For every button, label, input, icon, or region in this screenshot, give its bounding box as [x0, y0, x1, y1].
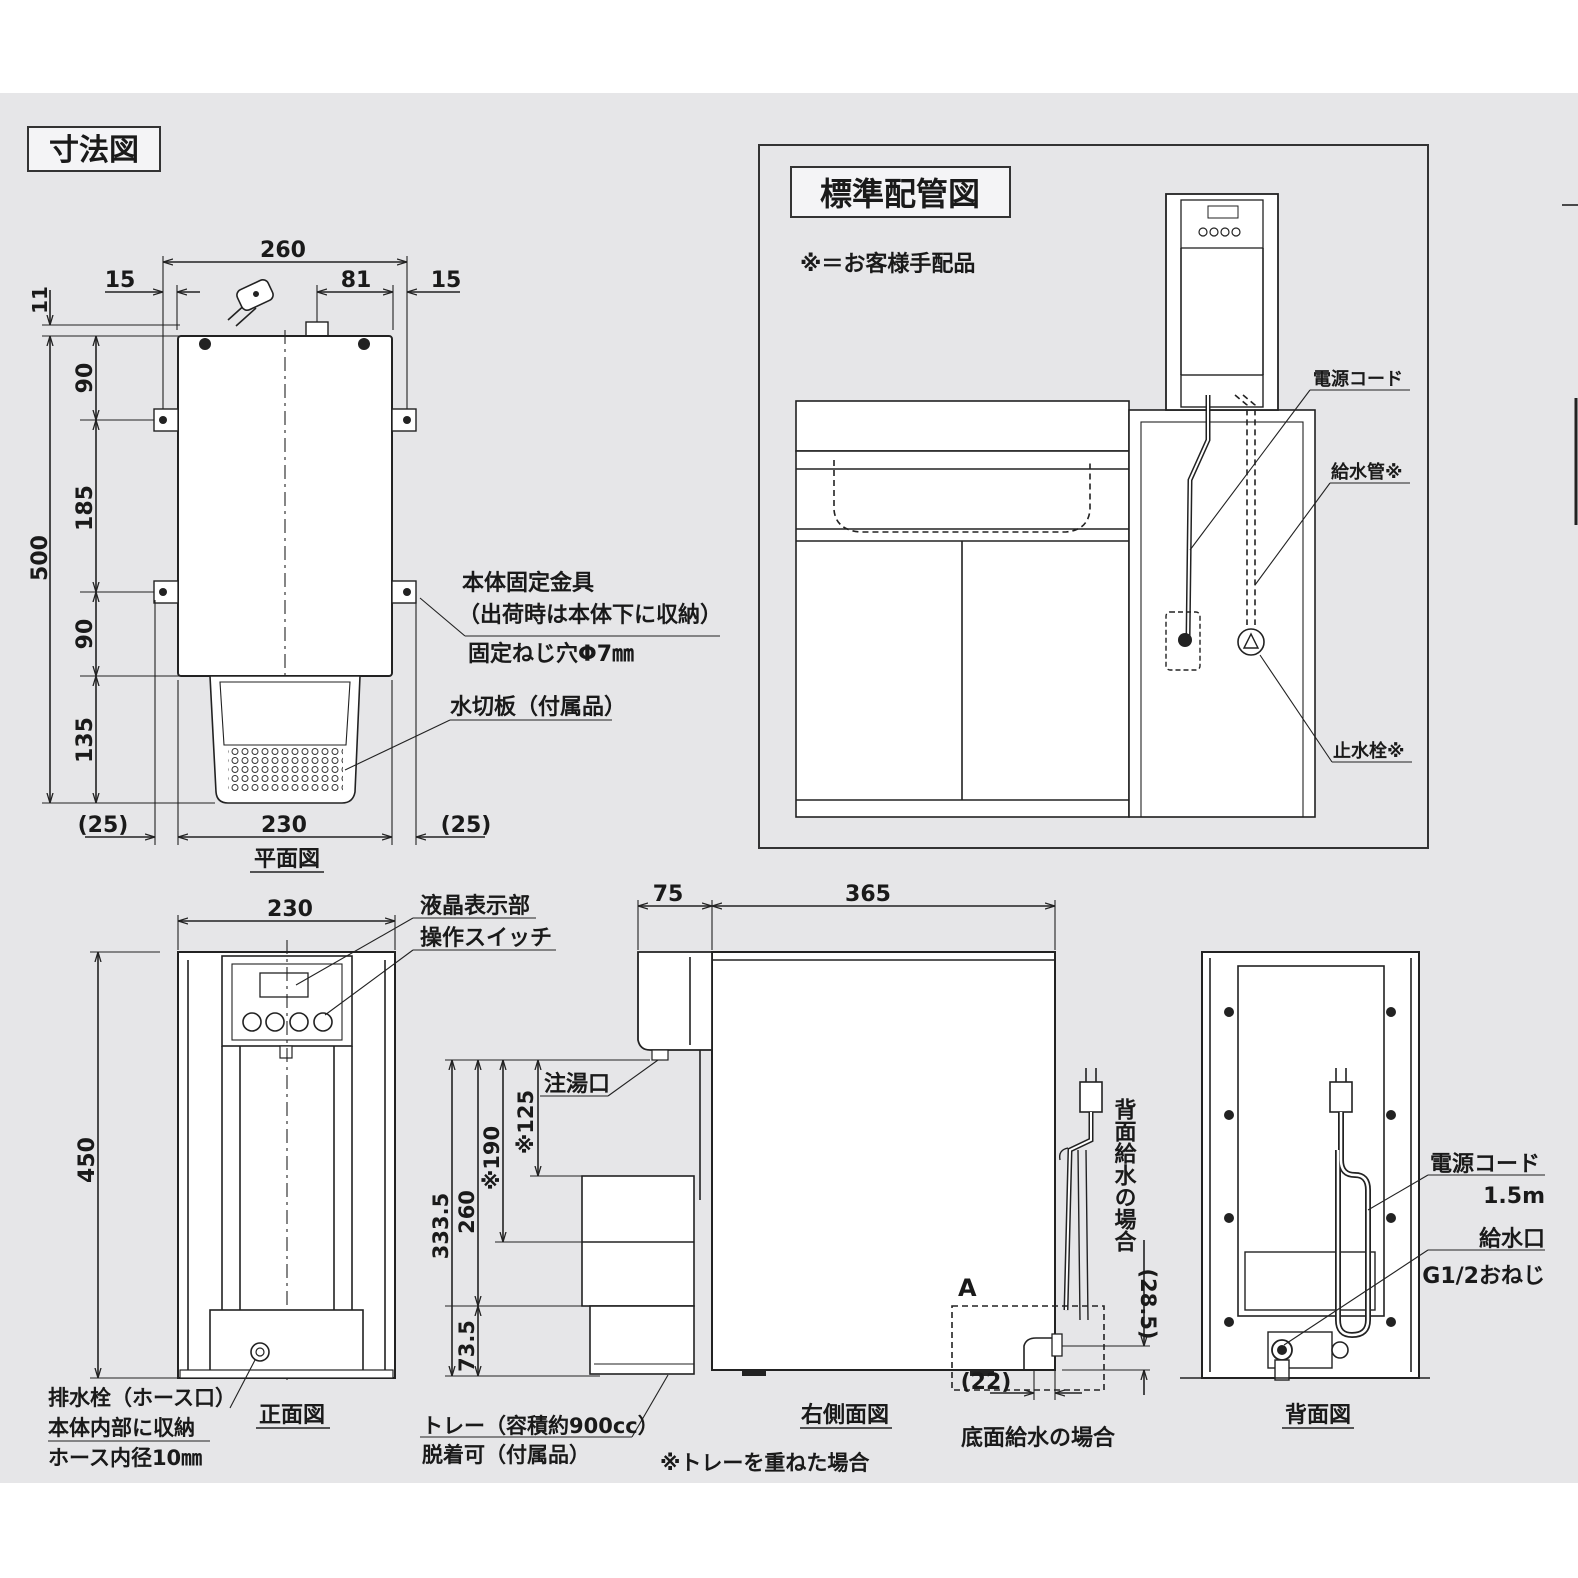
drain-plate: [209, 675, 361, 804]
back-view-label: 背面図: [1285, 1403, 1351, 1428]
plan-bottom-right-25: (25): [441, 813, 492, 838]
front-height-450: 450: [75, 1137, 100, 1183]
outlet-nozzle: [305, 321, 329, 337]
side-body: [711, 951, 1056, 1371]
plug-icon: [227, 279, 274, 327]
tray: [581, 1175, 695, 1375]
back-view: 電源コード 1.5m 給水口 G1/2おねじ 背面図: [1180, 951, 1545, 1429]
side-plug-icon: [1058, 1068, 1103, 1321]
bottom-supply-label: 底面給水の場合: [961, 1425, 1116, 1451]
fixing-brackets: [153, 408, 417, 604]
side-dim-333-5: 333.5: [429, 1193, 453, 1259]
front-view-label: 正面図: [259, 1403, 325, 1428]
piping-title: 標準配管図: [820, 175, 980, 213]
plan-edge-left-15: 15: [105, 268, 136, 293]
drain-plug-icon: [250, 1342, 270, 1362]
tray-label-2: 脱着可（付属品）: [422, 1443, 590, 1467]
side-body-depth-365: 365: [845, 882, 891, 907]
plan-edge-right-15: 15: [431, 268, 462, 293]
water-inlet-icon: [1267, 1331, 1349, 1381]
side-dim-125: ※125: [514, 1090, 538, 1154]
back-inlet-thread: G1/2おねじ: [1422, 1264, 1545, 1289]
plan-view-label: 平面図: [254, 847, 320, 872]
drain-label-2: 本体内部に収納: [48, 1416, 195, 1440]
side-dim-260: 260: [455, 1190, 479, 1234]
drain-plate-label: 水切板（付属品）: [450, 695, 626, 720]
sink-cabinet: [795, 400, 1316, 818]
plan-outlet-81: 81: [341, 268, 372, 293]
bracket-label: 本体固定金具: [462, 570, 594, 596]
dimensions-title-box: 寸法図: [27, 126, 161, 172]
plan-height-500: 500: [28, 535, 53, 581]
screw-hole-label: 固定ねじ穴Φ7㎜: [468, 641, 634, 667]
front-width-230: 230: [267, 897, 313, 922]
side-dim-190: ※190: [480, 1126, 504, 1190]
detail-a-label: A: [958, 1274, 977, 1302]
plan-seg-90a: 90: [73, 363, 98, 394]
operation-switches: [242, 1012, 333, 1032]
plan-seg-135: 135: [73, 717, 98, 763]
plan-seg-90b: 90: [73, 619, 98, 650]
piping-note: ※＝お客様手配品: [800, 251, 975, 277]
piping-power-cord-label: 電源コード: [1313, 368, 1403, 390]
lcd-label: 液晶表示部: [420, 893, 530, 919]
drain-label-1: 排水栓（ホース口）: [48, 1386, 236, 1410]
stop-valve-icon: [1237, 628, 1265, 656]
side-dim-28-5: (28.5): [1136, 1268, 1160, 1339]
plan-seg-185: 185: [73, 485, 98, 531]
piping-diagram: 標準配管図 ※＝お客様手配品: [758, 144, 1429, 849]
tray-note: ※トレーを重ねた場合: [660, 1451, 870, 1475]
piping-water-pipe-label: 給水管※: [1331, 461, 1403, 483]
plan-width-260: 260: [260, 238, 306, 263]
back-inlet-label: 給水口: [1479, 1226, 1545, 1252]
drain-label-3: ホース内径10㎜: [48, 1446, 202, 1470]
lcd-display: [259, 972, 309, 998]
dispenser-unit: [1165, 193, 1279, 411]
side-dim-22: (22): [961, 1370, 1012, 1395]
side-dim-73-5: 73.5: [455, 1320, 479, 1372]
switch-label: 操作スイッチ: [420, 926, 552, 951]
back-cord-length: 1.5m: [1483, 1184, 1545, 1209]
back-power-cord-label: 電源コード: [1430, 1152, 1540, 1177]
back-screws: [1224, 1007, 1396, 1327]
front-view: 230 450 液晶表示部 操作スイッチ: [48, 893, 556, 1470]
right-side-view: 75 365 A: [420, 882, 1160, 1475]
piping-stop-valve-label: 止水栓※: [1333, 740, 1405, 762]
back-supply-label: 背面給水の場合: [1111, 1098, 1137, 1252]
plan-top-gap-11: 11: [28, 286, 52, 314]
back-plug-icon: [1329, 1068, 1371, 1339]
bracket-note: （出荷時は本体下に収納）: [458, 602, 722, 628]
plan-bottom-left-25: (25): [78, 813, 129, 838]
tray-label-1: トレー（容積約900cc）: [422, 1414, 659, 1438]
side-front-depth-75: 75: [653, 882, 684, 907]
side-view-label: 右側面図: [801, 1403, 889, 1428]
dimensions-title: 寸法図: [49, 133, 139, 168]
plan-bottom-230: 230: [261, 813, 307, 838]
plan-view: 260 15 81 15 11 500 90 185 90 135: [28, 238, 722, 873]
spout-label: 注湯口: [544, 1071, 610, 1097]
